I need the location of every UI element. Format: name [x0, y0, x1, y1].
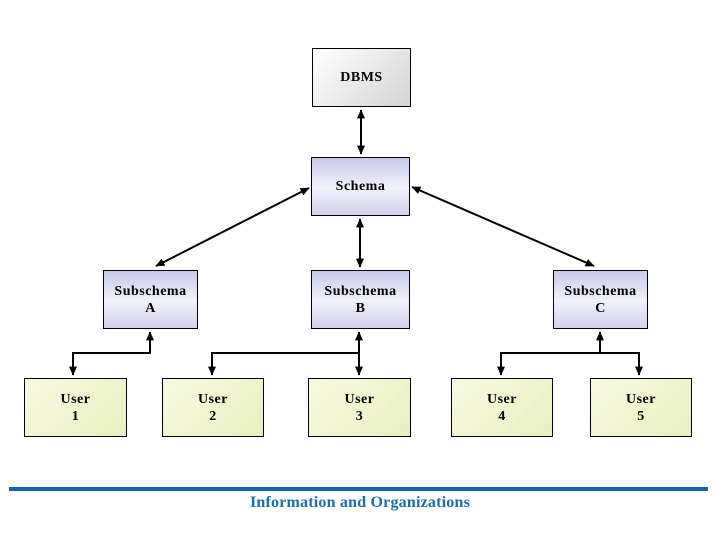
node-label: User: [198, 391, 228, 407]
node-label: Schema: [335, 179, 386, 194]
node-subschema-b: Subschema B: [311, 270, 410, 329]
node-label: 2: [209, 408, 217, 424]
node-schema: Schema: [311, 157, 410, 216]
node-label: A: [145, 300, 156, 316]
connector-schema-subschema-a: [155, 187, 310, 267]
node-label: Subschema: [114, 283, 187, 299]
footer-title: Information and Organizations: [249, 494, 471, 511]
node-label: C: [595, 300, 606, 316]
node-subschema-a: Subschema A: [103, 270, 198, 329]
node-label: 3: [355, 408, 364, 424]
connector-schema-subschema-c: [411, 186, 595, 267]
node-label: User: [487, 391, 517, 407]
node-label: B: [355, 300, 366, 316]
node-subschema-c: Subschema C: [553, 270, 648, 329]
node-user-2: User 2: [162, 378, 264, 437]
connector-subschema-b-user-2: [208, 352, 358, 376]
footer-divider: [9, 487, 708, 491]
node-label: 1: [71, 408, 80, 424]
node-user-1: User 1: [24, 378, 127, 437]
node-user-4: User 4: [451, 378, 553, 437]
node-label: Subschema: [324, 283, 397, 299]
node-label: DBMS: [340, 70, 383, 85]
connector-subschema-c-user-4-user-5: [497, 352, 643, 376]
node-label: User: [626, 391, 656, 407]
node-label: 4: [498, 408, 506, 424]
node-label: User: [344, 391, 375, 407]
node-label: Subschema: [564, 283, 637, 299]
node-user-5: User 5: [590, 378, 692, 437]
node-dbms: DBMS: [312, 48, 411, 107]
node-user-3: User 3: [308, 378, 411, 437]
node-label: 5: [637, 408, 645, 424]
connector-subschema-a-user-1: [69, 331, 154, 376]
node-label: User: [60, 391, 91, 407]
